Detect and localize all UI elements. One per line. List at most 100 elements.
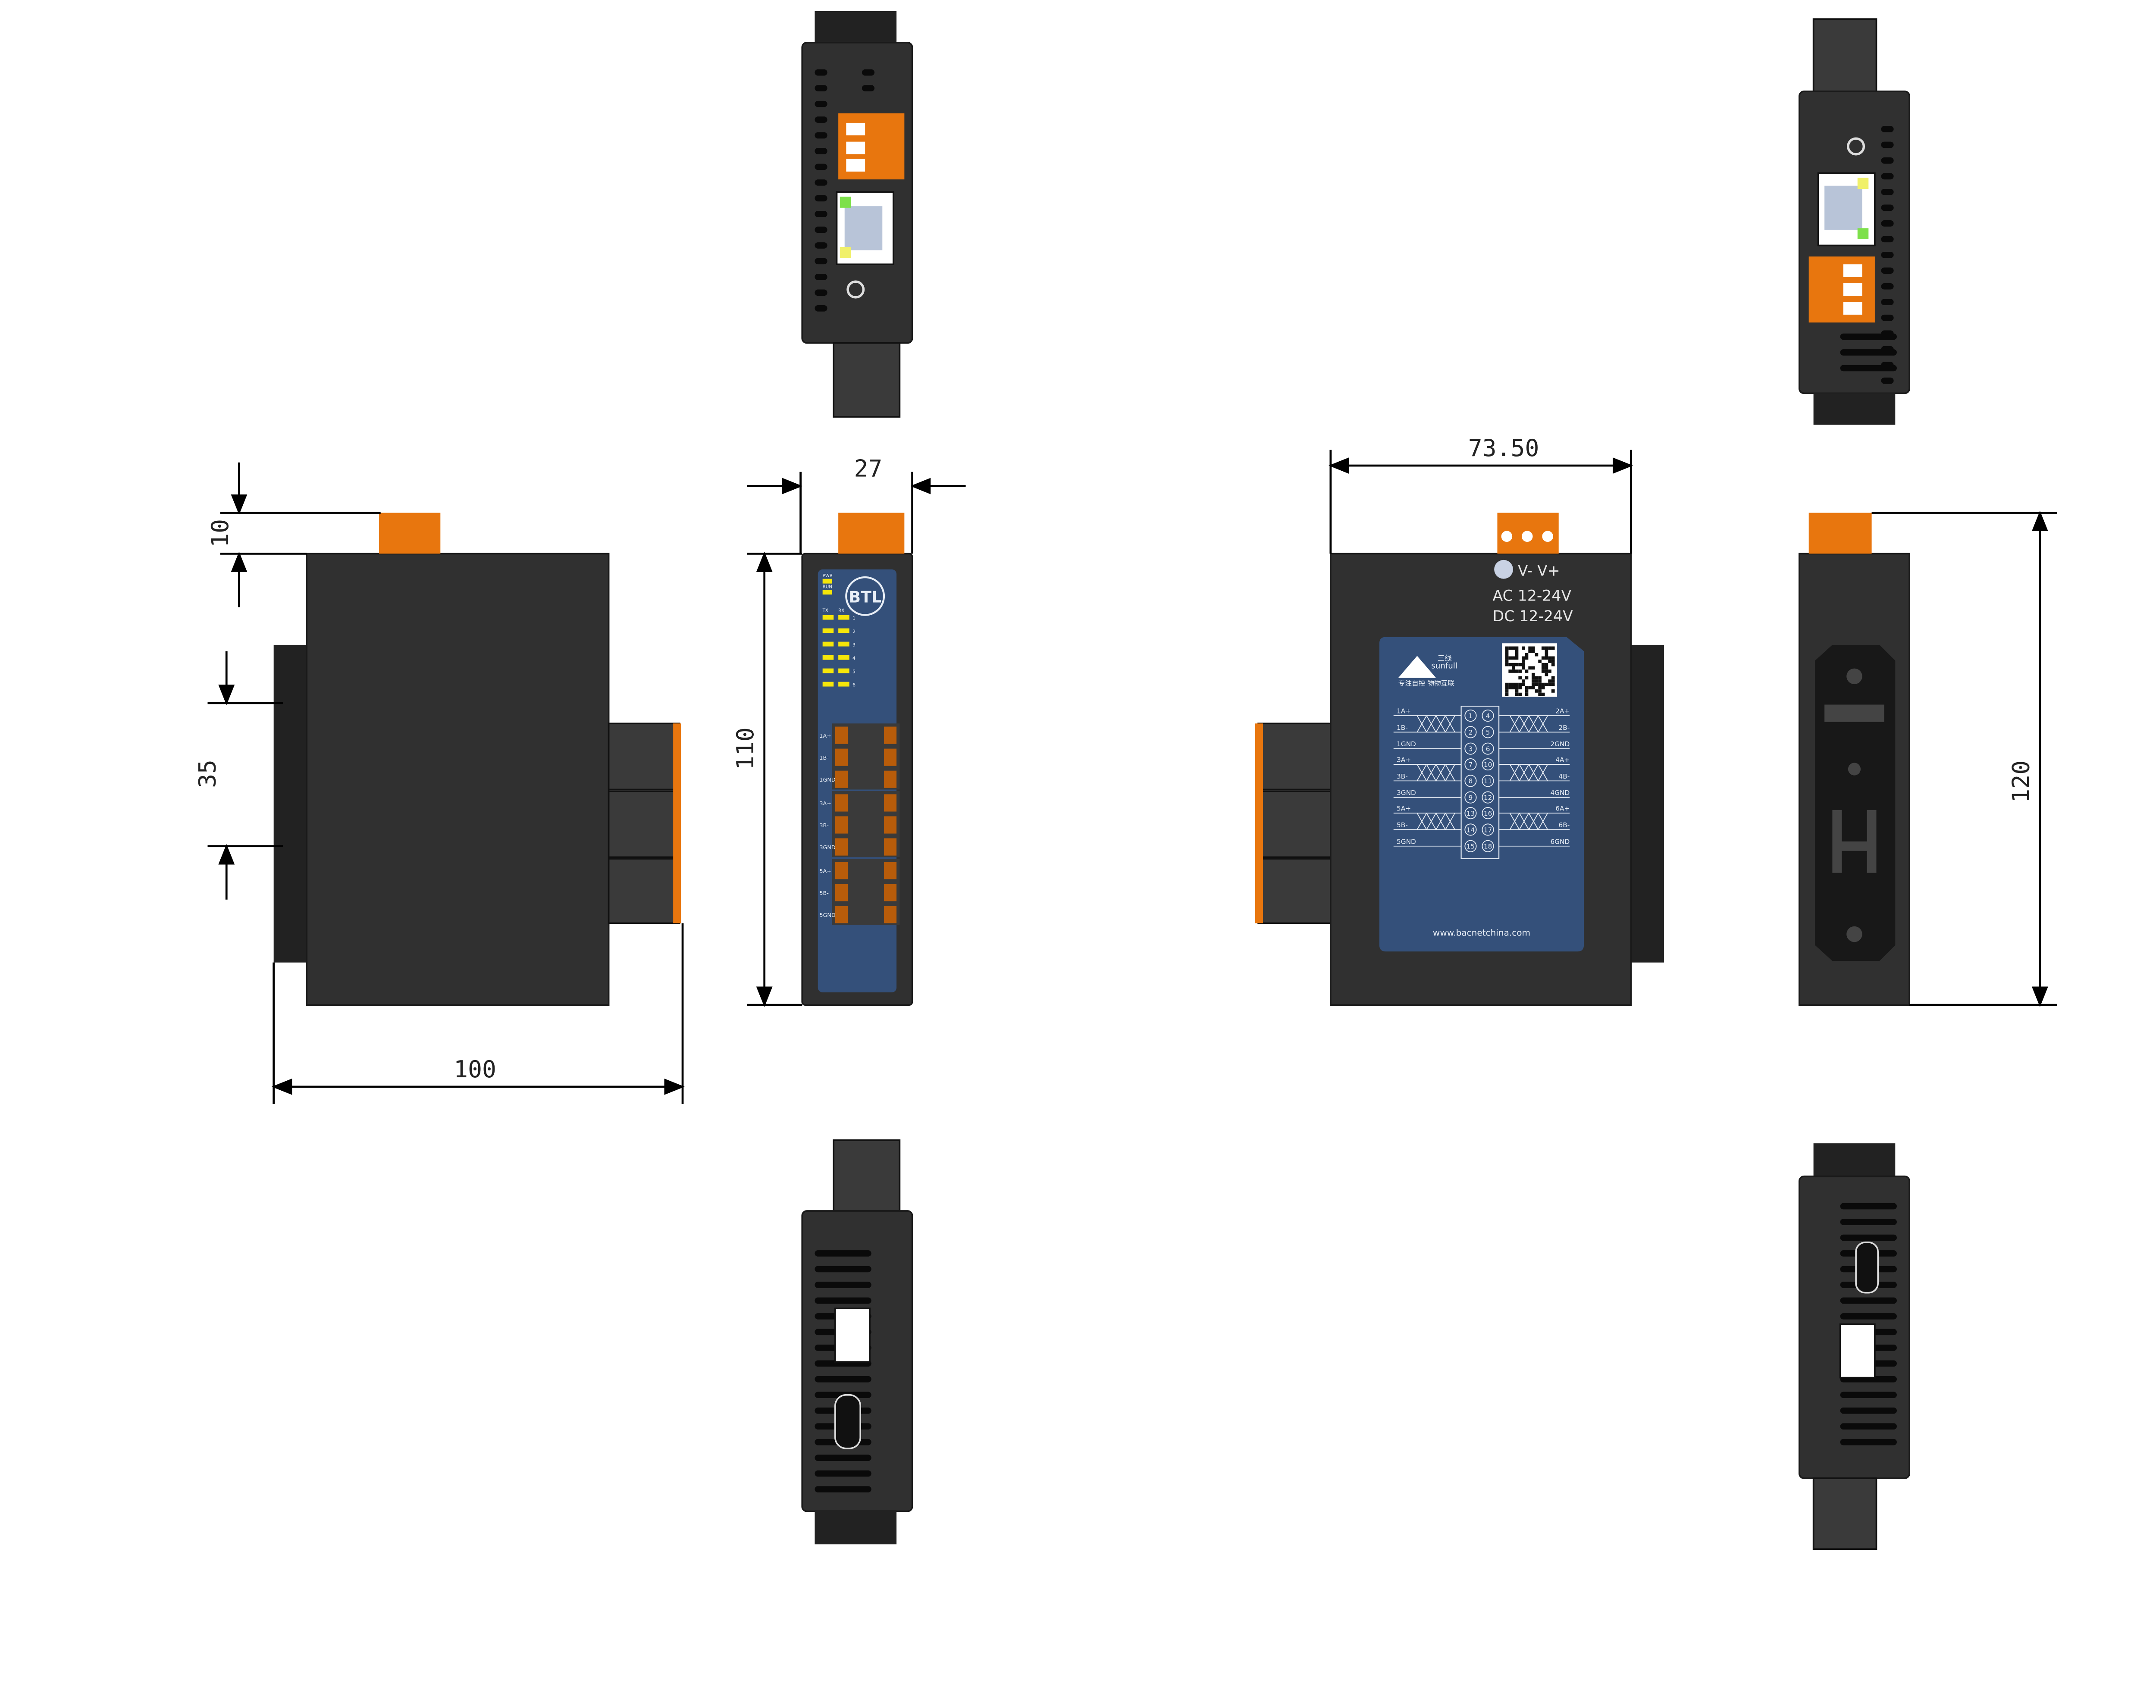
pin-circle: [1464, 709, 1477, 722]
wire-label-right: 4B-: [1559, 773, 1570, 780]
brand-cn: 三线: [1438, 654, 1452, 662]
wire-label-left: 5A+: [1397, 805, 1411, 813]
pin-circle: [1464, 840, 1477, 852]
led-tx-4: [822, 655, 834, 660]
terminal-label: 3B-: [819, 823, 828, 829]
pin-circle: [1482, 709, 1494, 722]
vent-slot: [1881, 173, 1894, 180]
terminal-screw: [884, 838, 897, 856]
led-run: [822, 590, 832, 595]
pin-circle: [1464, 807, 1477, 820]
twisted-pair-icon: [1416, 764, 1548, 781]
terminal-label: 5B-: [819, 890, 828, 897]
terminal-label: 3A+: [819, 801, 831, 807]
wire-label-left: 1A+: [1397, 707, 1411, 715]
pin-number: 10: [1484, 761, 1492, 769]
twisted-pair-icon: [1416, 715, 1548, 732]
dc-rating: DC 12-24V: [1493, 608, 1573, 625]
pin-number: 5: [1486, 729, 1490, 736]
vent-slot: [815, 179, 827, 186]
vent-slot: [1881, 141, 1894, 148]
vent-slot: [1840, 1407, 1897, 1414]
dimension-10: 10: [206, 462, 381, 607]
led-rx-3: [838, 641, 849, 647]
dim-label-35: 35: [194, 760, 221, 788]
side-view-right: [1798, 513, 1910, 1006]
pin-circle: [1482, 807, 1494, 820]
sunfull-logo: [1398, 656, 1436, 678]
vent-slot: [1840, 333, 1897, 340]
vent-slot: [1840, 1439, 1897, 1445]
pin-number: 7: [1469, 761, 1473, 769]
dimension-73-50: 73.50: [1329, 434, 1633, 554]
vent-slot: [1881, 251, 1894, 258]
vent-slot: [815, 1376, 871, 1383]
wire-label-left: 5B-: [1397, 821, 1408, 829]
led-rx-2: [838, 628, 849, 633]
wire-label-right: 4A+: [1555, 756, 1570, 764]
channel-label: 1: [852, 616, 856, 621]
wire-label-left: 3A+: [1397, 756, 1411, 764]
vent-slot: [1840, 1234, 1897, 1241]
terminal-label: 5A+: [819, 868, 831, 875]
led-tx-6: [822, 682, 834, 687]
dim-label-110: 110: [731, 727, 759, 770]
terminal-screw: [835, 906, 848, 923]
pin-circle: [1464, 758, 1477, 771]
vent-slot: [815, 69, 827, 76]
terminal-screw: [884, 884, 897, 901]
pin-circle: [1482, 840, 1494, 852]
vent-slot: [862, 85, 875, 91]
front-view: V- V+ AC 12-24V DC 12-24V 三线 sunfull 专注自…: [1255, 513, 1664, 1006]
pin-number: 16: [1484, 810, 1492, 817]
usb-c-port: [834, 1394, 862, 1449]
pin-circle: [1464, 726, 1477, 738]
vent-slot: [815, 100, 827, 107]
pin-circle: [1482, 758, 1494, 771]
terminal-screw: [884, 726, 897, 744]
terminal-screw: [835, 816, 848, 834]
vent-slot: [1840, 1219, 1897, 1225]
website-url[interactable]: www.bacnetchina.com: [1433, 928, 1530, 938]
vent-slot: [815, 305, 827, 312]
din-clip: [1815, 644, 1896, 961]
side-view-left: [273, 513, 681, 1006]
pin-number: 1: [1469, 712, 1473, 720]
vent-slot: [815, 289, 827, 296]
dimension-100: 100: [271, 923, 685, 1104]
vent-slot: [862, 69, 875, 76]
terminal-label: 1B-: [819, 755, 828, 761]
pin-number: 3: [1469, 745, 1473, 753]
terminal-label: 3GND: [819, 845, 836, 851]
pin-number: 12: [1484, 794, 1492, 802]
pin-circle: [1482, 775, 1494, 787]
pin-number: 8: [1469, 777, 1473, 785]
wire-label-left: 5GND: [1397, 838, 1416, 845]
vent-slot: [815, 1282, 871, 1288]
dimension-35: 35: [194, 651, 283, 900]
vent-slot: [815, 148, 827, 154]
vent-slot: [815, 211, 827, 217]
rx-label: RX: [838, 608, 844, 613]
vent-slot: [815, 258, 827, 265]
btl-badge-text: BTL: [849, 588, 881, 606]
wire-label-left: 3B-: [1397, 773, 1408, 780]
btl-badge: [845, 576, 885, 616]
channel-label: 6: [852, 682, 856, 688]
vent-slot: [1840, 1423, 1897, 1430]
wire-label-right: 6GND: [1550, 838, 1570, 845]
vent-slot: [815, 195, 827, 202]
led-rx-5: [838, 668, 849, 673]
vent-slot: [1881, 236, 1894, 243]
vent-slot: [1840, 349, 1897, 356]
dimension-110: 110: [731, 551, 802, 1007]
wire-label-left: 1B-: [1397, 724, 1408, 732]
terminal-screw: [835, 884, 848, 901]
led-rx-1: [838, 615, 849, 620]
vent-slot: [815, 132, 827, 139]
pin-circle: [1482, 726, 1494, 738]
pin-block: [1460, 706, 1500, 860]
led-rx-6: [838, 682, 849, 687]
pin-circle: [1482, 742, 1494, 755]
terminal-screw: [835, 862, 848, 879]
